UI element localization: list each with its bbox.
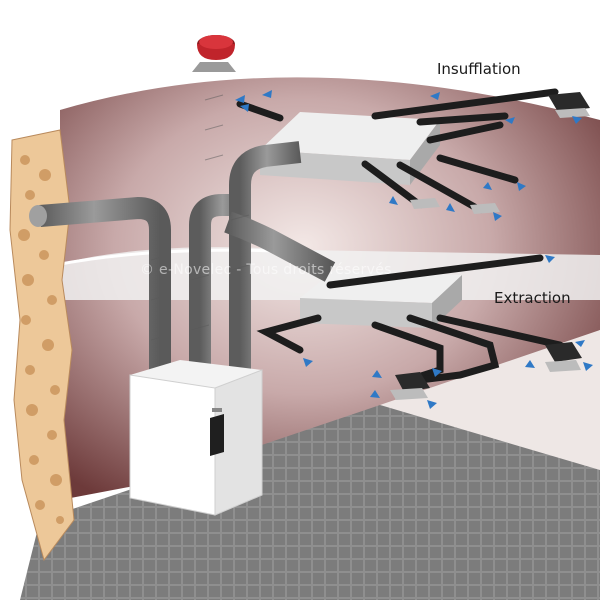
extraction-label: Extraction (494, 289, 571, 307)
copyright-watermark: © e-Novelec - Tous droits réservés (140, 262, 392, 278)
extraction-distribution-box (300, 270, 462, 328)
floor (20, 405, 600, 600)
extraction-ducts (256, 254, 564, 384)
duct-spiral-lines (150, 94, 250, 341)
vent-grille-icon (395, 92, 590, 392)
wall-outlet (29, 205, 47, 227)
brick-wall (9, 129, 75, 562)
insufflation-label: Insufflation (437, 60, 521, 78)
airflow-arrow-icon (235, 90, 593, 409)
grille-plates (390, 108, 590, 400)
roof-cap-icon (192, 35, 236, 72)
vmc-unit (129, 360, 263, 516)
main-ducts (39, 70, 336, 380)
